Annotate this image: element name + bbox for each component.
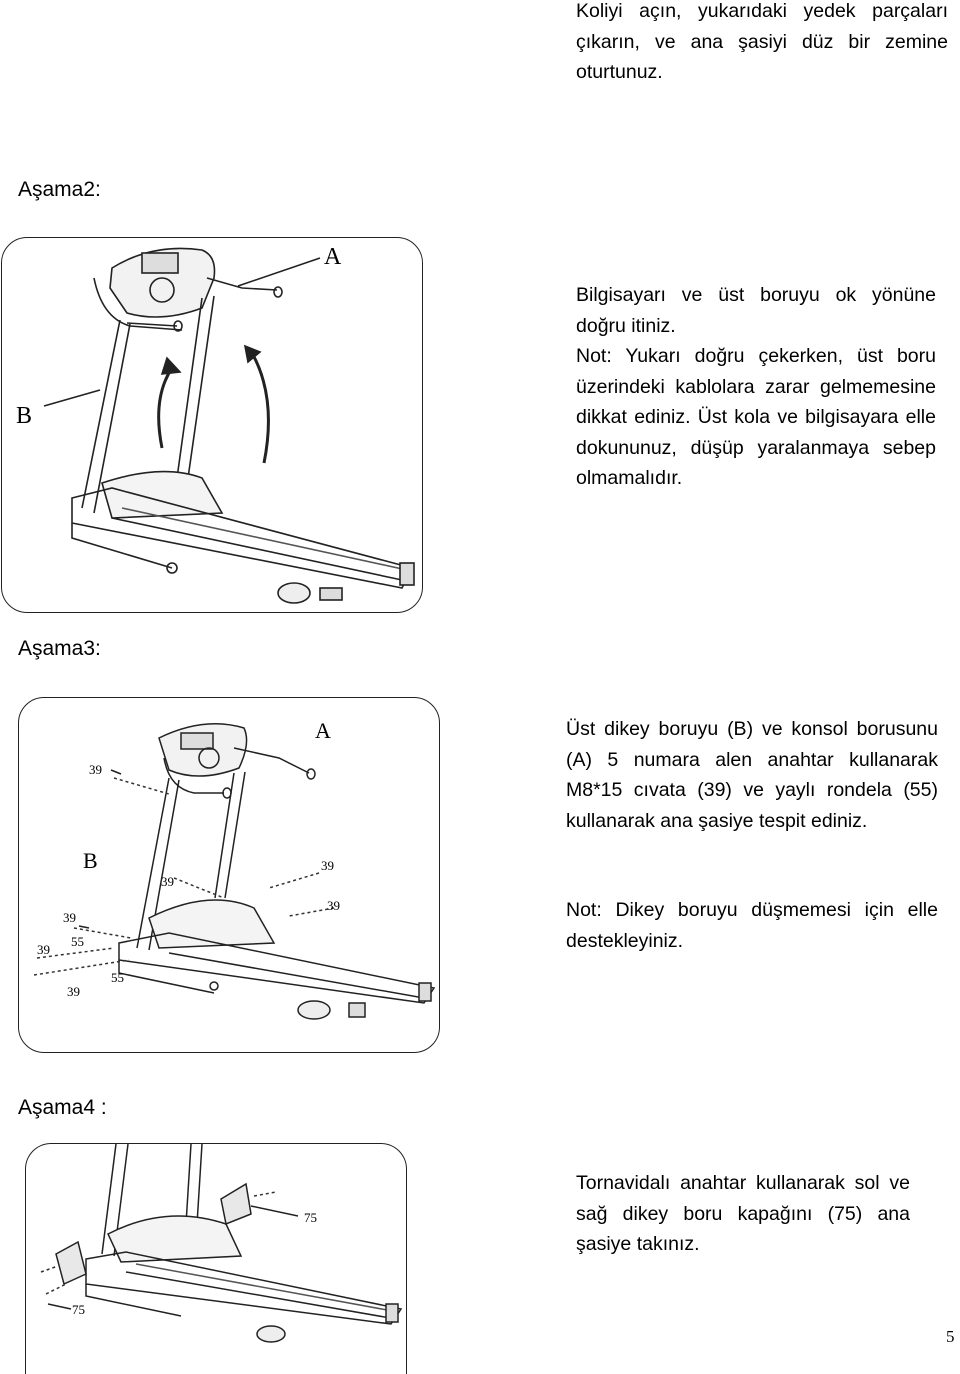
part-label: 39: [63, 910, 76, 925]
label-b: B: [83, 848, 98, 873]
step2-instruction: Bilgisayarı ve üst boruyu ok yönüne doğr…: [576, 284, 936, 337]
part-label: 75: [304, 1210, 317, 1225]
step3-illustration: A B 39 39 39 39 39 39 39 55 55: [18, 697, 440, 1053]
step4-instruction: Tornavidalı anahtar kullanarak sol ve sa…: [576, 1172, 910, 1255]
part-label: 39: [321, 858, 334, 873]
part-label: 39: [67, 984, 80, 999]
part-label: 39: [161, 874, 174, 889]
step3-heading: Aşama3:: [18, 637, 101, 660]
step2-illustration: A B: [1, 237, 423, 613]
treadmill-bolt-drawing: [33, 723, 436, 1020]
step4-heading: Aşama4 :: [18, 1096, 107, 1119]
step3-note: Not: Dikey boruyu düşmemesi için elle de…: [566, 899, 938, 952]
treadmill-unfold-drawing: [43, 247, 415, 604]
part-label: 39: [37, 942, 50, 957]
part-label: 55: [71, 934, 84, 949]
step2-note: Not: Yukarı doğru çekerken, üst boru üze…: [576, 345, 936, 489]
step2-heading: Aşama2:: [18, 178, 101, 201]
part-label: 39: [327, 898, 340, 913]
treadmill-cover-drawing: [40, 1144, 403, 1343]
label-a: A: [315, 718, 331, 743]
part-label: 75: [72, 1302, 85, 1317]
label-b: B: [16, 403, 33, 429]
part-label: 39: [89, 762, 102, 777]
part-label: 55: [111, 970, 124, 985]
intro-text: Koliyi açın, yukarıdaki yedek parçaları …: [576, 0, 948, 83]
label-a: A: [324, 244, 342, 270]
step3-instruction: Üst dikey boruyu (B) ve konsol borusunu …: [566, 718, 938, 832]
page-number: 5: [946, 1327, 955, 1346]
step4-illustration: 75 75: [25, 1143, 407, 1374]
